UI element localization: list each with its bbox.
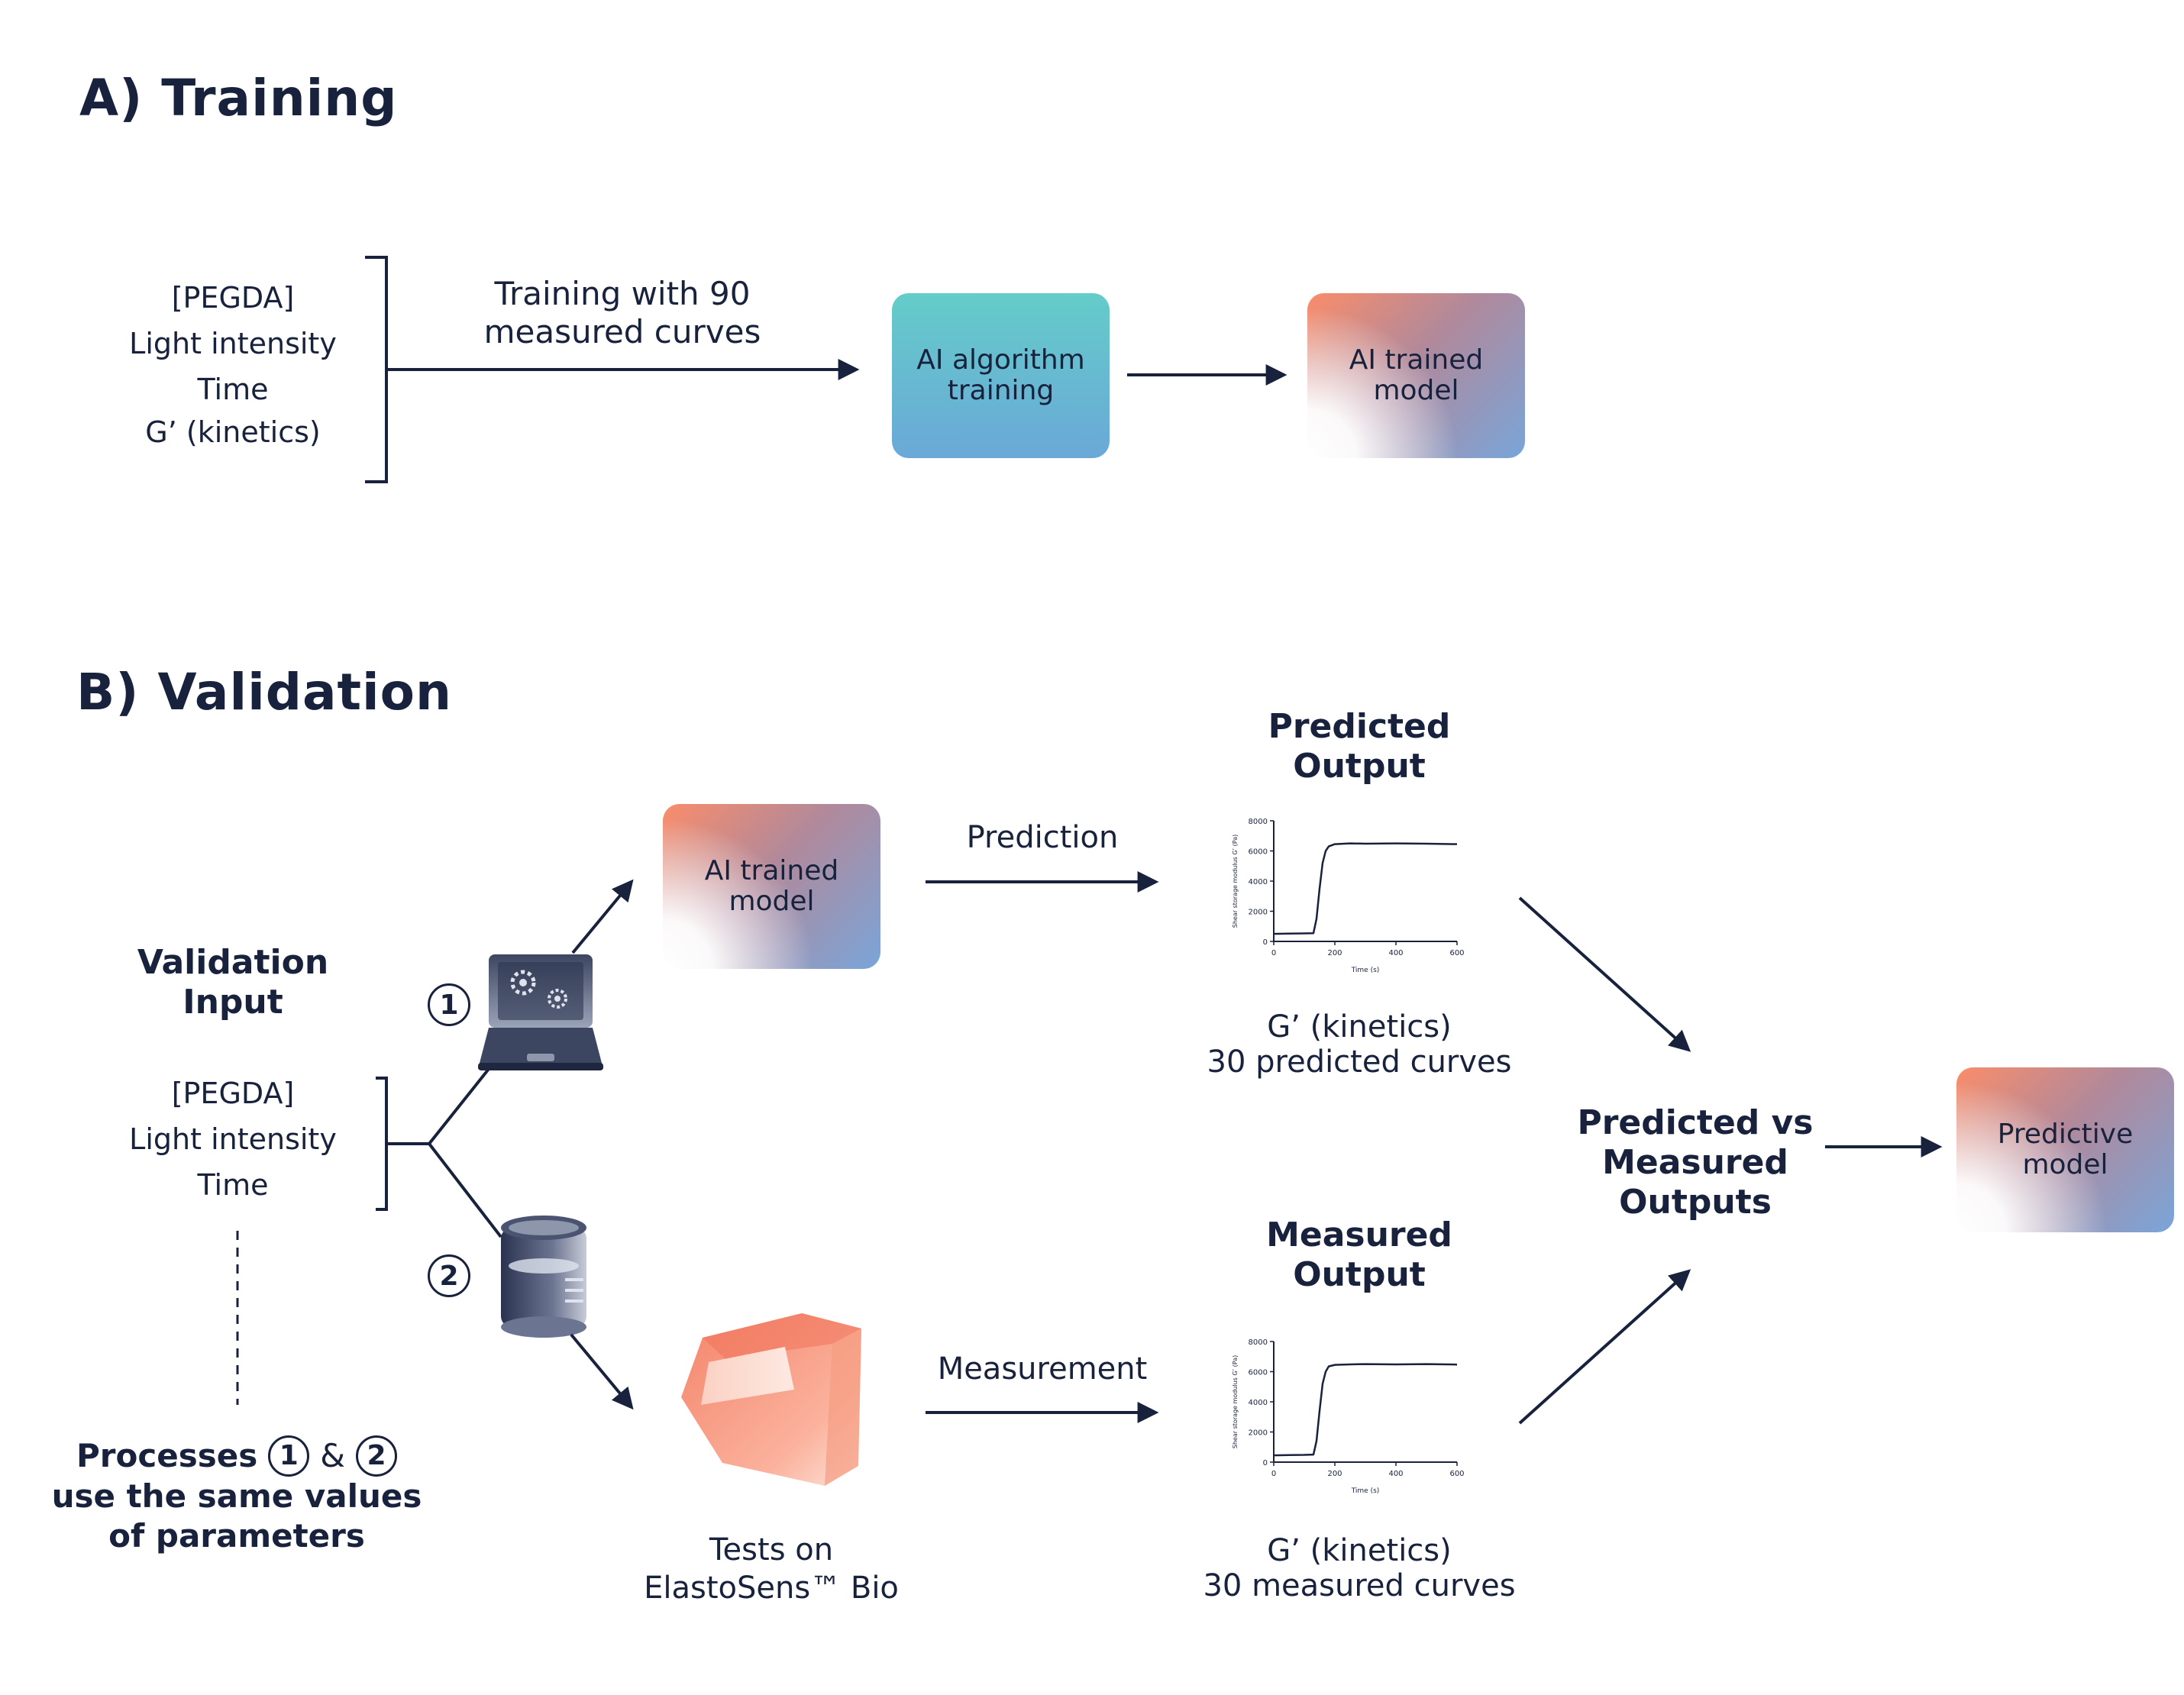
x-tick-label: 200	[1327, 1470, 1342, 1478]
tests-line2: ElastoSens™ Bio	[644, 1571, 899, 1606]
x-tick-label: 400	[1388, 1470, 1403, 1478]
process-note-line3: of parameters	[108, 1517, 365, 1555]
param-pegda: [PEGDA]	[171, 281, 295, 315]
ai-trained-model-box-validation: AI trained model	[663, 804, 880, 969]
y-axis-label: Shear storage modulus G’ (Pa)	[1232, 1355, 1239, 1448]
series-line	[1273, 1363, 1458, 1457]
process-note-marker-1: 1	[268, 1435, 310, 1477]
x-tick-label: 0	[1271, 1470, 1276, 1478]
training-arrow-label-line1: Training with 90	[494, 275, 751, 312]
measured-caption: G’ (kinetics) 30 measured curves	[1168, 1533, 1550, 1603]
val-trained-box-line2: model	[729, 886, 815, 917]
training-bracket	[365, 256, 860, 483]
compare-line3: Outputs	[1619, 1183, 1772, 1222]
x-tick-label: 600	[1449, 949, 1464, 957]
y-tick-label: 2000	[1249, 1429, 1268, 1438]
compare-line1: Predicted vs	[1577, 1103, 1814, 1142]
measurement-label: Measurement	[937, 1351, 1148, 1387]
tests-line1: Tests on	[709, 1532, 834, 1567]
predicted-caption-line1: G’ (kinetics)	[1267, 1009, 1452, 1044]
measured-caption-line2: 30 measured curves	[1203, 1568, 1516, 1603]
training-arrow-label: Training with 90 measured curves	[428, 275, 817, 351]
training-arrow-label-line2: measured curves	[483, 313, 761, 350]
process-note-line2: use the same values	[51, 1477, 422, 1515]
training-title: A) Training	[79, 69, 398, 128]
database-icon	[501, 1216, 586, 1338]
y-tick-label: 8000	[1249, 1338, 1268, 1347]
predicted-caption-line2: 30 predicted curves	[1207, 1044, 1512, 1080]
predictive-line1: Predictive	[1997, 1119, 2134, 1150]
param-time: Time	[197, 373, 269, 406]
y-axis-label: Shear storage modulus G’ (Pa)	[1232, 835, 1239, 928]
elastosens-device-icon	[681, 1313, 861, 1486]
val-trained-box-line1: AI trained	[704, 855, 839, 886]
process-note-prefix: Processes	[76, 1437, 258, 1474]
y-tick-label: 0	[1263, 1459, 1268, 1467]
x-tick-label: 400	[1388, 949, 1403, 957]
x-tick-label: 600	[1449, 1470, 1464, 1478]
predicted-output-title-line2: Output	[1293, 747, 1426, 786]
series-line	[1273, 842, 1458, 935]
arrow-predicted-to-compare	[1518, 896, 1691, 1052]
predicted-output-title: Predicted Output	[1207, 707, 1512, 786]
param-g-kinetics: G’ (kinetics)	[145, 415, 321, 449]
ai-algorithm-training-box: AI algorithm training	[892, 293, 1110, 458]
laptop-icon	[478, 954, 603, 1070]
y-tick-label: 2000	[1249, 909, 1268, 917]
ai-trained-model-box-training: AI trained model	[1307, 293, 1525, 458]
measured-output-title: Measured Output	[1207, 1216, 1512, 1295]
x-tick-label: 200	[1327, 949, 1342, 957]
y-tick-label: 4000	[1249, 1399, 1268, 1407]
val-param-light-intensity: Light intensity	[129, 1122, 337, 1156]
x-axis-label: Time (s)	[1351, 967, 1380, 974]
y-tick-label: 4000	[1249, 878, 1268, 886]
validation-bracket	[376, 1067, 502, 1238]
validation-input-title-line2: Input	[183, 983, 283, 1022]
algo-box-line2: training	[947, 375, 1055, 406]
trained-box-line1: AI trained	[1349, 344, 1484, 376]
arrow-database-to-device	[570, 1333, 634, 1410]
validation-title: B) Validation	[76, 663, 452, 722]
predictive-model-box: Predictive model	[1956, 1067, 2174, 1232]
process-note-amp: &	[320, 1437, 345, 1474]
compare-label: Predicted vs Measured Outputs	[1535, 1103, 1856, 1222]
trained-box-line2: model	[1373, 375, 1459, 406]
prediction-label: Prediction	[966, 820, 1119, 855]
process-note-line1: Processes 1 & 2	[31, 1435, 443, 1477]
y-tick-label: 6000	[1249, 848, 1268, 857]
val-param-time: Time	[197, 1168, 269, 1202]
x-tick-label: 0	[1271, 949, 1276, 957]
tests-on-elastosens-label: Tests on ElastoSens™ Bio	[611, 1531, 932, 1607]
measured-output-title-line1: Measured	[1266, 1216, 1452, 1254]
compare-line2: Measured	[1602, 1143, 1788, 1182]
x-axis-label: Time (s)	[1351, 1487, 1380, 1495]
process-2-marker: 2	[428, 1254, 470, 1297]
measured-output-title-line2: Output	[1293, 1255, 1426, 1294]
y-tick-label: 8000	[1249, 818, 1268, 826]
predictive-line2: model	[2022, 1149, 2108, 1180]
process-1-marker: 1	[428, 983, 470, 1026]
val-param-pegda: [PEGDA]	[171, 1077, 295, 1110]
process-note-marker-2: 2	[355, 1435, 397, 1477]
validation-input-title-line1: Validation	[137, 943, 329, 982]
arrow-laptop-to-model	[571, 879, 634, 954]
validation-input-title: Validation Input	[80, 943, 386, 1022]
measured-caption-line1: G’ (kinetics)	[1267, 1533, 1452, 1568]
y-tick-label: 6000	[1249, 1369, 1268, 1377]
param-light-intensity: Light intensity	[129, 327, 337, 360]
algo-box-line1: AI algorithm	[916, 344, 1085, 376]
predicted-output-title-line1: Predicted	[1268, 707, 1451, 746]
predicted-caption: G’ (kinetics) 30 predicted curves	[1168, 1009, 1550, 1080]
process-note: Processes 1 & 2 use the same values of p…	[31, 1435, 443, 1556]
arrow-measured-to-compare	[1518, 1269, 1691, 1425]
y-tick-label: 0	[1263, 938, 1268, 947]
